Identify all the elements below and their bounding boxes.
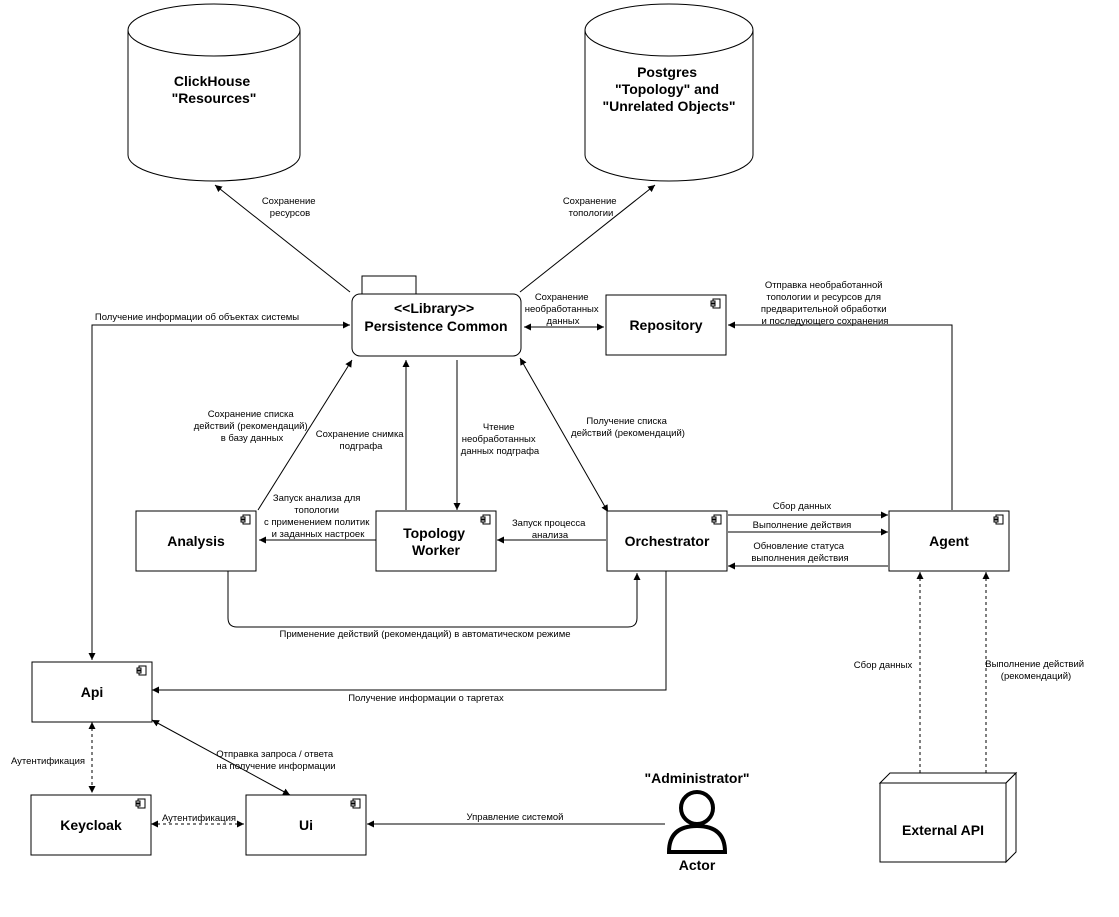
- topology-worker-component: Topology Worker: [375, 510, 497, 572]
- clickhouse-label: ClickHouse "Resources": [172, 73, 257, 106]
- external-api-node: External API: [878, 771, 1018, 864]
- component-icon: [993, 514, 1004, 525]
- agent-component: Agent: [888, 510, 1010, 572]
- postgres-database: Postgres "Topology" and "Unrelated Objec…: [584, 3, 754, 182]
- label-send-raw: Отправка необработанной топологии и ресу…: [761, 280, 889, 327]
- label-auth-mid: Аутентификация: [162, 813, 236, 824]
- label-save-snapshot: Сохранение снимка подграфа: [316, 429, 406, 452]
- analysis-component: Analysis: [135, 510, 257, 572]
- label-save-resources: Сохранение ресурсов: [262, 196, 318, 219]
- label-execute-action: Выполнение действия: [753, 520, 852, 531]
- label-get-targets: Получение информации о таргетах: [348, 693, 504, 704]
- persistence-label: <<Library>> Persistence Common: [364, 300, 507, 334]
- label-run-analysis: Запуск анализа для топологии с применени…: [264, 493, 372, 540]
- component-icon: [710, 298, 721, 309]
- edge-analysis-persistence: [257, 359, 353, 511]
- analysis-label: Analysis: [167, 533, 225, 549]
- external-api-label: External API: [902, 822, 984, 838]
- repository-label: Repository: [629, 317, 702, 333]
- label-manage-system: Управление системой: [467, 812, 564, 823]
- edge-labels: Сохранение ресурсов Сохранение топологии…: [11, 196, 1086, 824]
- keycloak-label: Keycloak: [60, 817, 122, 833]
- ui-component: Ui: [245, 794, 367, 856]
- label-send-request: Отправка запроса / ответа на получение и…: [216, 749, 336, 772]
- actor-figure: "Administrator" Actor: [644, 770, 749, 873]
- ui-label: Ui: [299, 817, 313, 833]
- actor-label: Actor: [679, 857, 716, 873]
- label-ext-execute: Выполнение действий (рекомендаций): [985, 659, 1086, 682]
- user-icon: [666, 790, 728, 854]
- label-run-process: Запуск процесса анализа: [512, 518, 588, 541]
- clickhouse-database: ClickHouse "Resources": [127, 3, 301, 182]
- label-ext-collect: Сбор данных: [854, 660, 913, 671]
- edge-persistence-clickhouse: [214, 184, 351, 293]
- component-icon: [711, 514, 722, 525]
- orchestrator-label: Orchestrator: [625, 533, 710, 549]
- label-save-actions: Сохранение списка действий (рекомендаций…: [194, 409, 311, 444]
- administrator-label: "Administrator": [644, 770, 749, 786]
- label-update-status: Обновление статуса выполнения действия: [751, 541, 848, 564]
- edge-persistence-orchestrator: [519, 357, 609, 513]
- edge-persistence-postgres: [519, 184, 656, 293]
- label-get-objects: Получение информации об объектах системы: [95, 312, 299, 323]
- label-read-raw: Чтение необработанных данных подграфа: [461, 422, 540, 457]
- agent-label: Agent: [929, 533, 969, 549]
- component-icon: [480, 514, 491, 525]
- component-icon: [350, 798, 361, 809]
- topology-worker-label: Topology Worker: [403, 525, 469, 558]
- edge-agent-repository: [728, 321, 953, 510]
- repository-component: Repository: [605, 294, 727, 356]
- edge-api-persistence: [88, 321, 350, 660]
- label-save-raw: Сохранение необработанных данных: [525, 292, 602, 327]
- keycloak-component: Keycloak: [30, 794, 152, 856]
- orchestrator-component: Orchestrator: [606, 510, 728, 572]
- label-get-actions: Получение списка действий (рекомендаций): [571, 416, 685, 439]
- persistence-common-library: <<Library>> Persistence Common: [351, 275, 522, 357]
- label-collect-data: Сбор данных: [773, 501, 832, 512]
- api-component: Api: [31, 661, 153, 723]
- label-save-topology: Сохранение топологии: [563, 196, 619, 219]
- api-label: Api: [81, 684, 104, 700]
- component-icon: [135, 798, 146, 809]
- label-apply-auto: Применение действий (рекомендаций) в авт…: [279, 629, 570, 640]
- edge-analysis-orchestrator: [227, 571, 641, 628]
- component-icon: [136, 665, 147, 676]
- label-auth-left: Аутентификация: [11, 756, 85, 767]
- edge-orchestrator-api: [152, 571, 667, 694]
- component-icon: [240, 514, 251, 525]
- postgres-label: Postgres "Topology" and "Unrelated Objec…: [602, 64, 735, 114]
- edges: [88, 184, 990, 828]
- edge-api-ui: [151, 719, 291, 796]
